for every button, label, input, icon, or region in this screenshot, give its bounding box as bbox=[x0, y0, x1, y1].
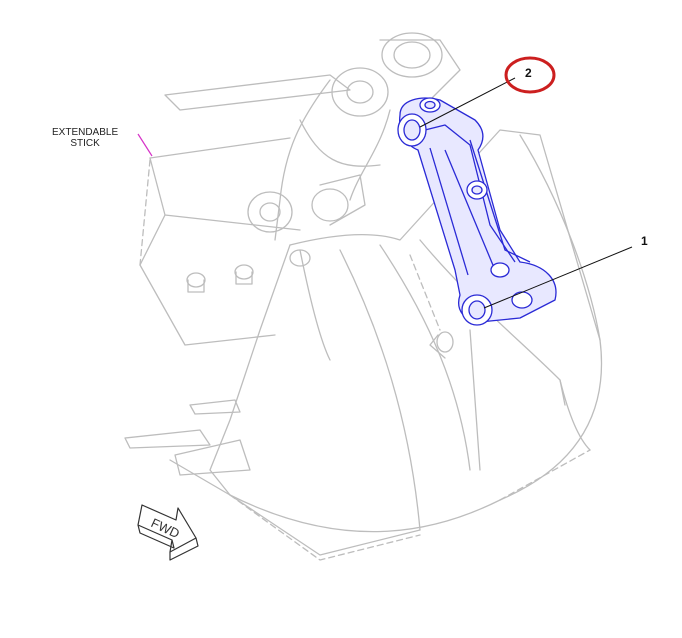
callout-1: 1 bbox=[641, 234, 648, 248]
extendable-label-line1: EXTENDABLE bbox=[52, 127, 119, 138]
callout-2: 2 bbox=[525, 66, 532, 80]
ghost-drawing bbox=[124, 32, 603, 561]
highlighted-link bbox=[397, 97, 557, 326]
extendable-label-line2: STICK bbox=[70, 138, 100, 149]
callout-2-leader bbox=[419, 77, 516, 128]
fwd-arrow: FWD bbox=[137, 504, 199, 561]
extendable-stick-leader bbox=[137, 133, 153, 157]
callout-1-leader bbox=[483, 246, 633, 309]
extendable-stick-label: EXTENDABLE STICK bbox=[52, 127, 118, 149]
callout-2-highlight-circle bbox=[504, 56, 556, 94]
